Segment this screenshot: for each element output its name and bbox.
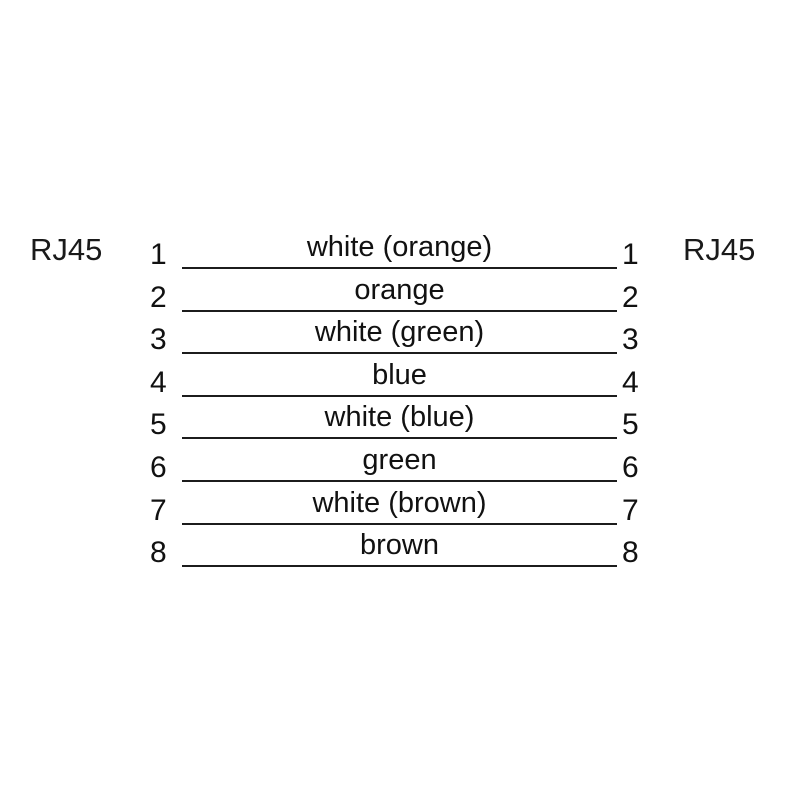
wire-line: [182, 309, 617, 312]
wire-line: [182, 394, 617, 397]
wire-line: [182, 522, 617, 525]
right-pin-number: 4: [622, 365, 639, 399]
right-pin-number: 8: [622, 536, 639, 570]
left-pin-number: 1: [150, 238, 167, 271]
wire-line: [182, 437, 617, 440]
wire-color-label: blue: [372, 358, 427, 391]
left-pin-number: 5: [150, 408, 167, 442]
left-pin-number: 6: [150, 451, 167, 484]
wire-line: [182, 480, 617, 482]
left-connector-label: RJ45: [30, 232, 103, 267]
right-pin-number: 1: [622, 238, 639, 271]
left-pin-number: 3: [150, 323, 167, 357]
right-pin-number: 2: [622, 280, 639, 314]
left-pin-number: 8: [150, 536, 167, 570]
wire-color-label: white (blue): [324, 401, 475, 434]
wire-line: [182, 565, 617, 568]
right-pin-number: 7: [622, 493, 639, 527]
wire-color-label: white (orange): [306, 231, 493, 263]
right-connector-label: RJ45: [683, 232, 756, 267]
left-pin-number: 4: [150, 365, 167, 399]
right-pin-number: 6: [622, 451, 639, 484]
wire-line: [182, 267, 617, 269]
right-pin-number: 5: [622, 408, 639, 442]
wire-color-label: white (brown): [312, 486, 487, 519]
wire-line: [182, 352, 617, 355]
left-pin-number: 2: [150, 280, 167, 314]
wire-color-label: orange: [354, 273, 445, 306]
wire-color-label: brown: [360, 529, 439, 562]
right-pin-number: 3: [622, 323, 639, 357]
left-pin-number: 7: [150, 493, 167, 527]
wire-color-label: white (green): [314, 316, 485, 349]
wire-color-label: green: [362, 444, 437, 476]
